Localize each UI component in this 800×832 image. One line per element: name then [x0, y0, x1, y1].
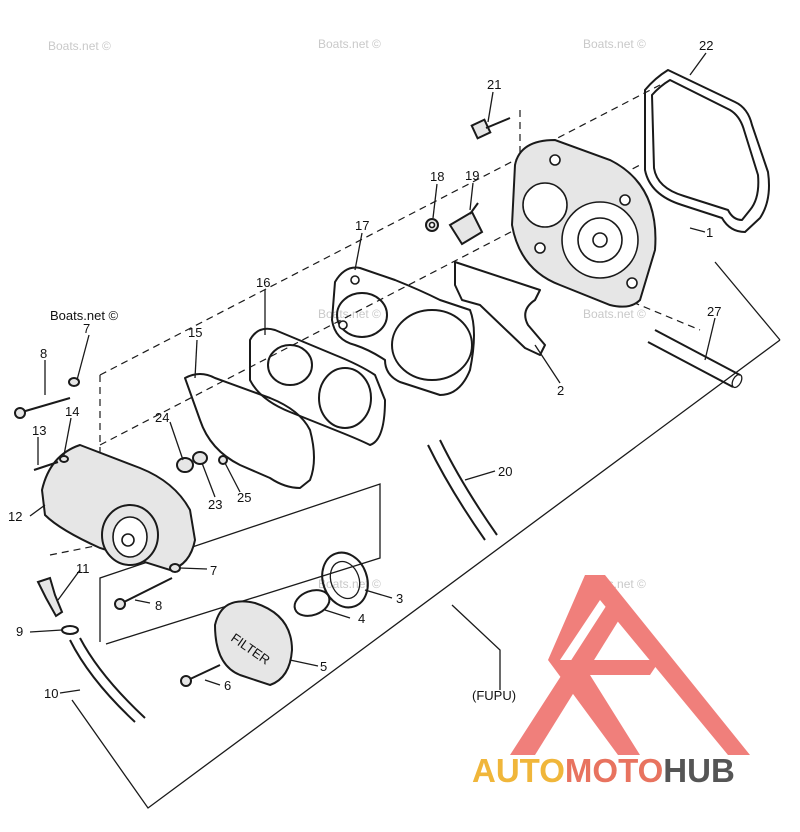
- assembly-outline: [71, 339, 781, 809]
- hose-20: [427, 439, 498, 541]
- o-ring-4: [293, 589, 331, 617]
- fitting-11: [36, 576, 64, 618]
- assembly-outline: [714, 261, 781, 341]
- filter-cup-5: FILTER: [213, 600, 294, 687]
- callout-21: 21: [487, 77, 501, 92]
- callout-18: 18: [430, 169, 444, 184]
- assembly-label: (FUPU): [472, 688, 516, 703]
- watermark: Boats.net ©: [318, 37, 381, 51]
- washer-7-top: [68, 377, 80, 387]
- fitting-19: [448, 202, 484, 246]
- automotohub-logo-text: AUTOMOTOHUB: [472, 752, 735, 789]
- watermark: Boats.net ©: [318, 307, 381, 321]
- callout-6: 6: [224, 678, 231, 693]
- callout-22: 22: [699, 38, 713, 53]
- callout-23: 23: [208, 497, 222, 512]
- filter-screen-3: [321, 551, 369, 609]
- bolt-21: [470, 117, 511, 140]
- callout-20: 20: [498, 464, 512, 479]
- callout-15: 15: [188, 325, 202, 340]
- nut-18-hole: [428, 221, 436, 229]
- callout-25: 25: [237, 490, 251, 505]
- callout-17: 17: [355, 218, 369, 233]
- callout-8: 8: [40, 346, 47, 361]
- logo-word-hub: HUB: [663, 752, 735, 789]
- hose-10: [69, 637, 146, 723]
- screw-13: [33, 461, 59, 471]
- watermark: Boats.net ©: [50, 308, 119, 323]
- gasket-22: [644, 69, 770, 233]
- callout-19: 19: [465, 168, 479, 183]
- screw-8-top: [14, 397, 71, 419]
- watermark: Boats.net ©: [583, 307, 646, 321]
- clip-9: [61, 625, 79, 635]
- pump-housing-12: [40, 443, 197, 572]
- callout-7: 7: [210, 563, 217, 578]
- valve-plate-2: [454, 261, 546, 356]
- callout-27: 27: [707, 304, 721, 319]
- callout-8: 8: [155, 598, 162, 613]
- callout-5: 5: [320, 659, 327, 674]
- callout-7: 7: [83, 321, 90, 336]
- screw-25: [218, 455, 228, 465]
- tube-27: [647, 329, 743, 389]
- callout-2: 2: [557, 383, 564, 398]
- callout-4: 4: [358, 611, 365, 626]
- callout-3: 3: [396, 591, 403, 606]
- callout-14: 14: [65, 404, 79, 419]
- washer-23: [192, 451, 208, 465]
- callout-16: 16: [256, 275, 270, 290]
- washer-24: [176, 457, 194, 473]
- watermark: Boats.net ©: [48, 39, 111, 53]
- gasket-15: [184, 373, 315, 489]
- leader-lines: [29, 52, 716, 694]
- gasket-22-inner: [651, 79, 760, 221]
- screw-6: [180, 664, 221, 687]
- logo-word-auto: AUTO: [472, 752, 565, 789]
- screw-8-bottom: [114, 577, 173, 610]
- callout-13: 13: [32, 423, 46, 438]
- washer-14: [59, 455, 69, 463]
- automotohub-logo-mark: [510, 575, 750, 755]
- subassembly-outline: [99, 483, 381, 645]
- washer-7-bottom: [169, 563, 181, 573]
- callout-24: 24: [155, 410, 169, 425]
- pump-cover-1: [510, 138, 657, 308]
- gasket-16: [249, 327, 386, 446]
- callout-9: 9: [16, 624, 23, 639]
- callout-11: 11: [76, 561, 90, 576]
- logo-word-moto: MOTO: [565, 752, 663, 789]
- callout-1: 1: [706, 225, 713, 240]
- watermark: Boats.net ©: [583, 37, 646, 51]
- callout-10: 10: [44, 686, 58, 701]
- watermark: Boats.net ©: [318, 577, 381, 591]
- callout-12: 12: [8, 509, 22, 524]
- housing-17: [331, 266, 475, 396]
